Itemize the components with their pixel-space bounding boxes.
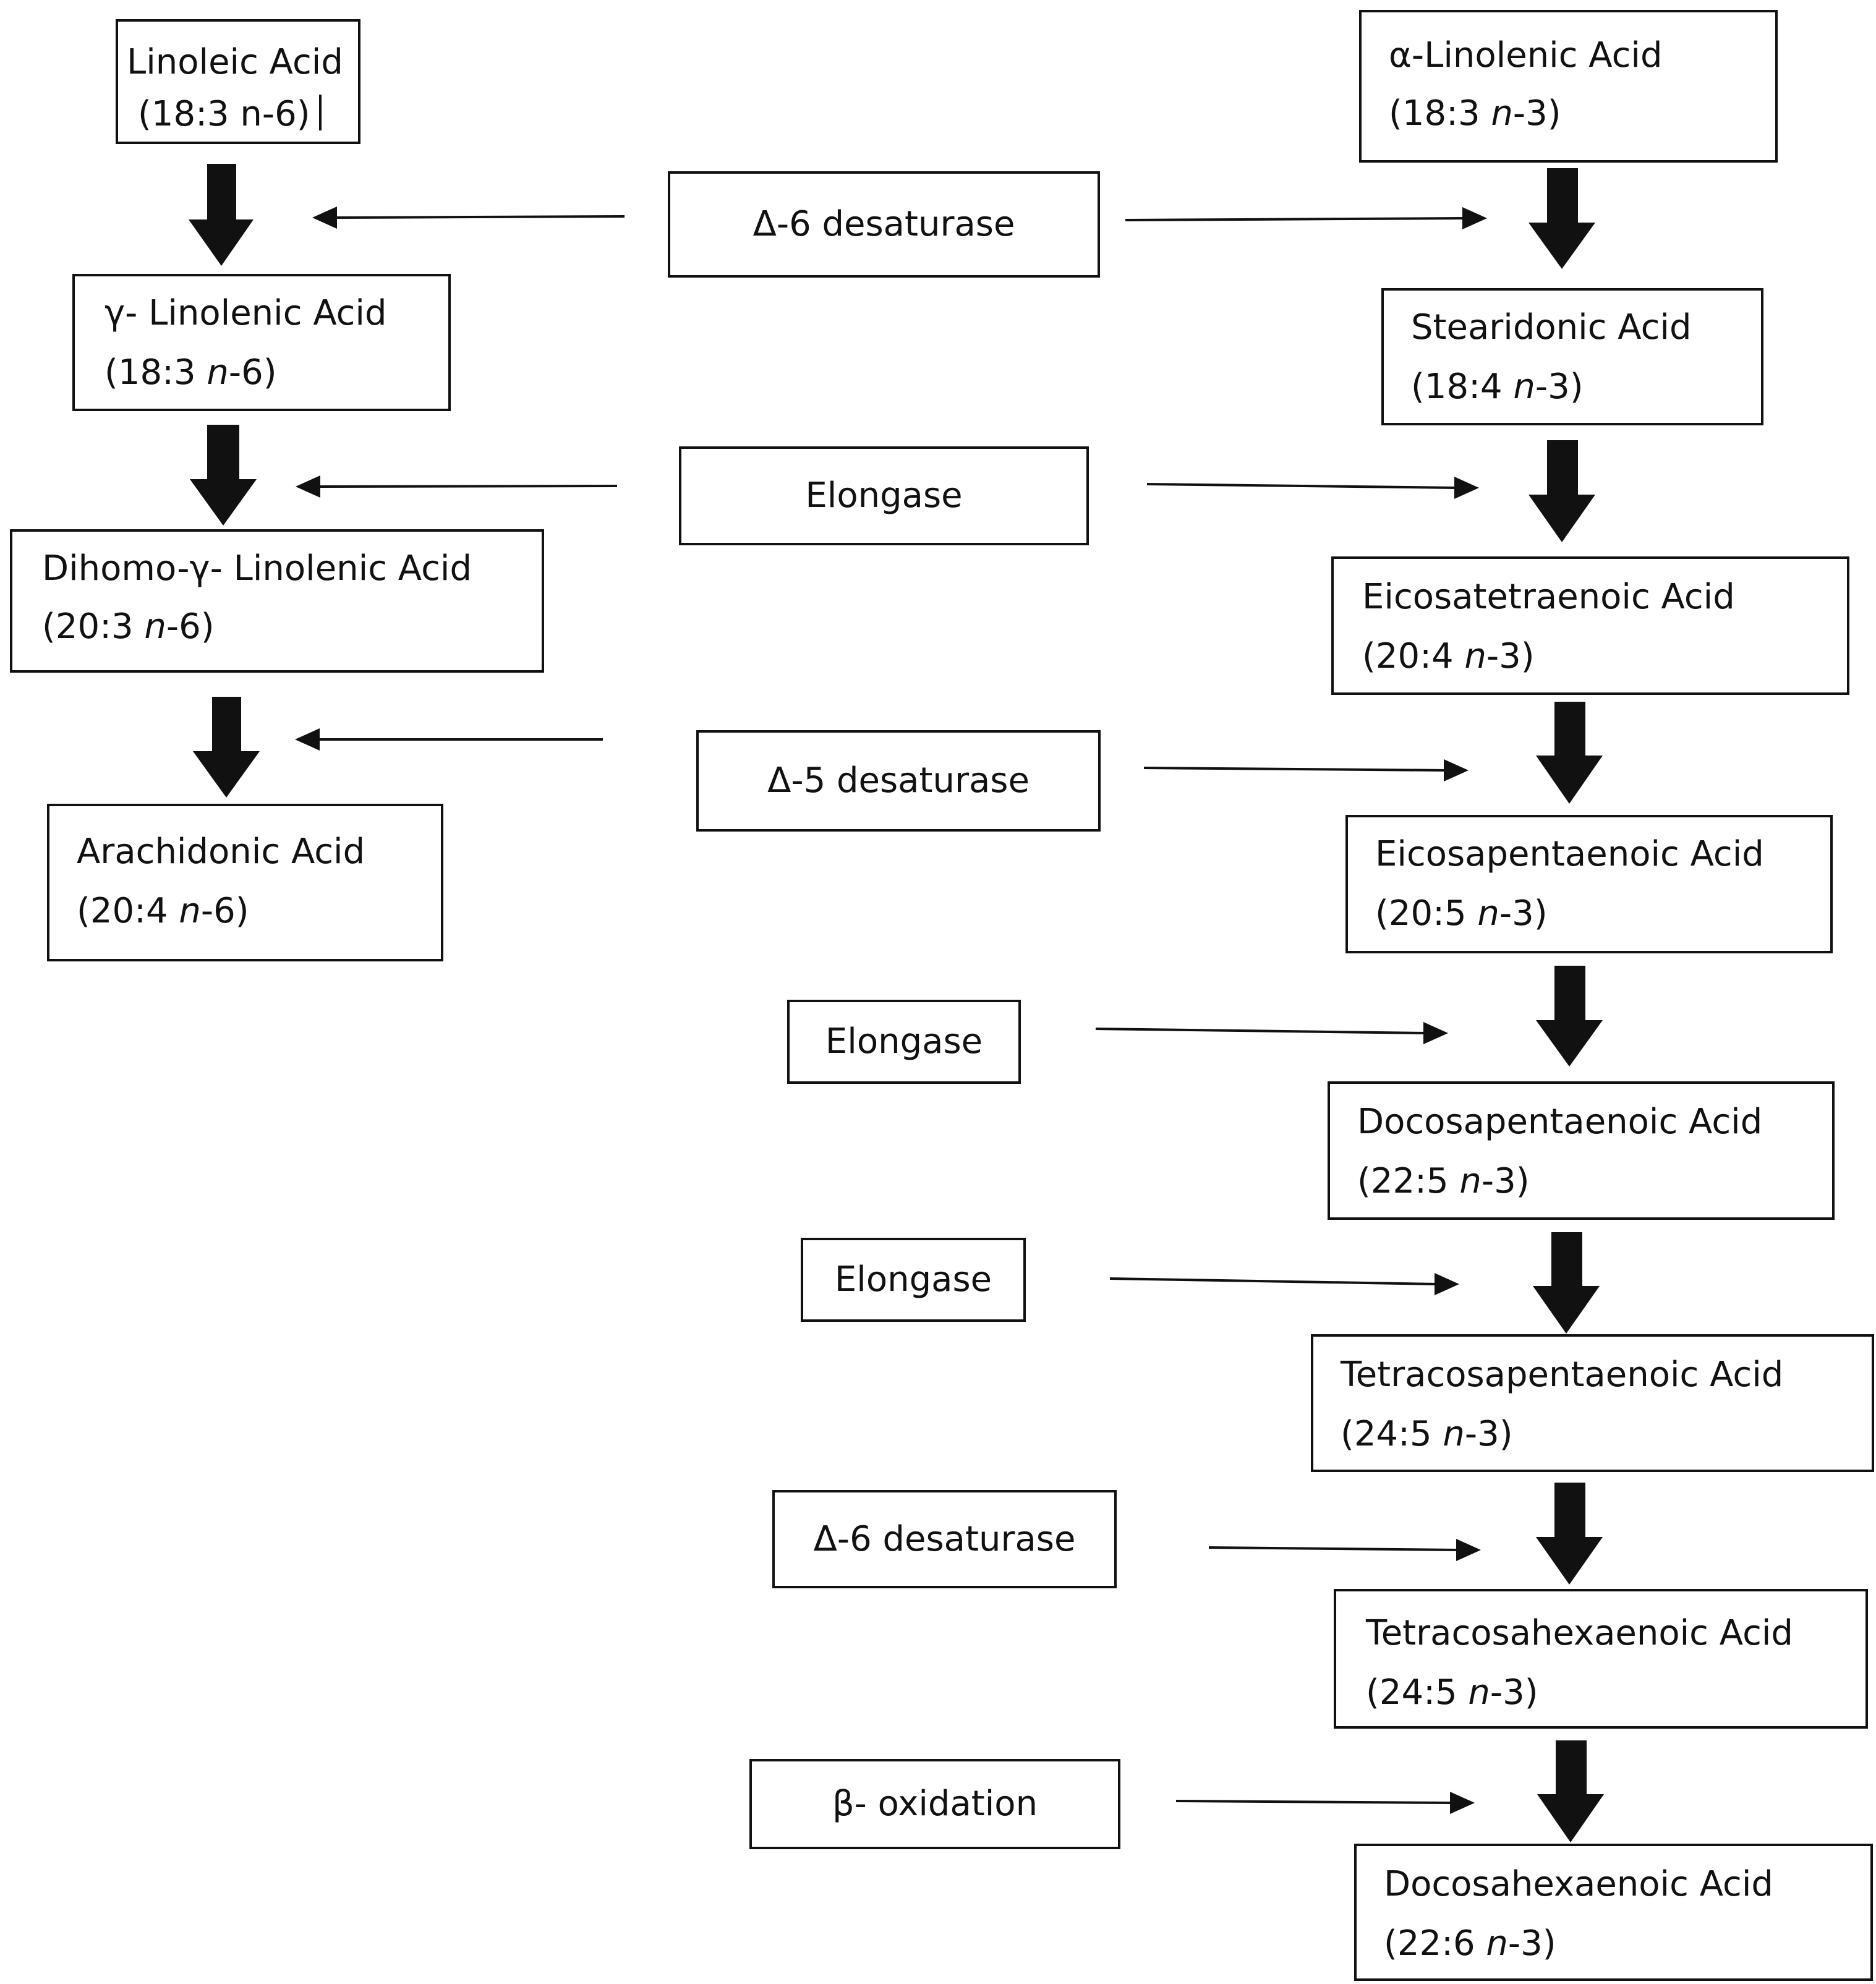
thick-arrow-dgla-to-aa xyxy=(193,697,260,798)
arrow-betaox-to-omega3-head xyxy=(1450,1792,1475,1814)
thick-arrows-omega6 xyxy=(189,164,260,798)
box-aa-name: Arachidonic Acid xyxy=(77,832,365,872)
box-stearidonic-acid: Stearidonic Acid (18:4 n-3) xyxy=(1381,288,1763,425)
box-dpa-formula: (22:5 n-3) xyxy=(1357,1161,1530,1201)
enzyme-label: β- oxidation xyxy=(832,1784,1038,1824)
arrow-d6b-to-omega3-head xyxy=(1456,1539,1481,1561)
arrow-d5-to-omega6-head xyxy=(295,728,320,751)
box-eta-name: Eicosatetraenoic Acid xyxy=(1362,577,1735,617)
box-dihomo-gamma-linolenic-acid: Dihomo-γ- Linolenic Acid (20:3 n-6) xyxy=(10,529,544,673)
box-linoleic-acid-name: Linoleic Acid xyxy=(127,42,343,82)
arrow-elongase-to-omega6-head xyxy=(296,475,320,498)
box-dpa-name: Docosapentaenoic Acid xyxy=(1357,1102,1763,1142)
enzyme-label: Elongase xyxy=(834,1259,992,1300)
arrow-d6-to-omega6-head xyxy=(312,206,337,229)
thick-arrows-omega3 xyxy=(1529,168,1604,1842)
enzyme-delta5-desaturase: Δ-5 desaturase xyxy=(696,730,1101,832)
box-ala-name: α-Linolenic Acid xyxy=(1389,35,1663,75)
box-dgla-formula: (20:3 n-6) xyxy=(42,607,215,647)
thick-arrow-epa-to-dpa xyxy=(1536,966,1603,1067)
box-epa-formula: (20:5 n-3) xyxy=(1375,893,1548,934)
box-tpa-formula: (24:5 n-3) xyxy=(1341,1414,1513,1454)
box-dha-formula: (22:6 n-3) xyxy=(1384,1923,1556,1964)
arrow-d6-to-omega3 xyxy=(1125,217,1466,221)
enzyme-label: Δ-5 desaturase xyxy=(767,760,1030,801)
arrow-elongase3-to-omega3-head xyxy=(1435,1273,1459,1295)
arrow-elongase1-to-omega3 xyxy=(1146,483,1457,489)
arrow-d6-to-omega6 xyxy=(333,215,625,219)
thick-arrow-ala-to-sda xyxy=(1529,168,1595,269)
arrow-d5-to-omega3-head xyxy=(1444,759,1469,781)
enzyme-label: Δ-6 desaturase xyxy=(813,1518,1076,1559)
arrow-elongase1-to-omega3-head xyxy=(1454,477,1479,499)
arrow-elongase2-to-omega3 xyxy=(1095,1028,1427,1034)
box-tha-formula: (24:5 n-3) xyxy=(1366,1672,1538,1713)
box-docosahexaenoic-acid: Docosahexaenoic Acid (22:6 n-3) xyxy=(1354,1844,1873,1981)
box-tetracosahexaenoic-acid: Tetracosahexaenoic Acid (24:5 n-3) xyxy=(1334,1589,1868,1729)
enzyme-label: Elongase xyxy=(805,475,963,516)
box-arachidonic-acid: Arachidonic Acid (20:4 n-6) xyxy=(47,804,443,961)
box-epa-name: Eicosapentaenoic Acid xyxy=(1375,834,1764,874)
formula-text: (18:3 n-6) xyxy=(138,94,310,134)
arrow-d6b-to-omega3 xyxy=(1208,1546,1460,1551)
enzyme-elongase-2: Elongase xyxy=(787,1000,1021,1084)
box-gla-name: γ- Linolenic Acid xyxy=(104,293,387,333)
arrow-d5-to-omega3 xyxy=(1143,767,1448,772)
enzyme-beta-oxidation: β- oxidation xyxy=(749,1759,1120,1849)
thick-arrow-tha-to-dha xyxy=(1537,1740,1604,1842)
enzyme-delta6-desaturase-bottom: Δ-6 desaturase xyxy=(772,1490,1117,1588)
thick-arrow-sda-to-eta xyxy=(1529,440,1595,542)
thick-arrow-tpa-to-tha xyxy=(1536,1483,1603,1585)
box-sda-formula: (18:4 n-3) xyxy=(1411,367,1584,407)
thick-arrow-dpa-to-tpa xyxy=(1533,1232,1600,1334)
box-aa-formula: (20:4 n-6) xyxy=(77,891,249,931)
box-docosapentaenoic-acid: Docosapentaenoic Acid (22:5 n-3) xyxy=(1328,1081,1835,1220)
box-eicosatetraenoic-acid: Eicosatetraenoic Acid (20:4 n-3) xyxy=(1331,556,1849,695)
box-dgla-name: Dihomo-γ- Linolenic Acid xyxy=(42,548,472,589)
arrow-elongase2-to-omega3-head xyxy=(1423,1022,1448,1044)
enzyme-delta6-desaturase-top: Δ-6 desaturase xyxy=(668,171,1100,278)
thin-arrows-left xyxy=(295,206,625,751)
arrow-betaox-to-omega3 xyxy=(1175,1800,1454,1804)
box-ala-formula: (18:3 n-3) xyxy=(1389,93,1561,134)
box-tetracosapentaenoic-acid: Tetracosapentaenoic Acid (24:5 n-3) xyxy=(1311,1334,1874,1472)
arrow-elongase-to-omega6 xyxy=(318,485,618,488)
arrow-d6-to-omega3-head xyxy=(1462,207,1487,229)
box-gla-formula: (18:3 n-6) xyxy=(104,352,277,393)
box-linoleic-acid-formula: (18:3 n-6) xyxy=(138,95,322,134)
enzyme-label: Δ-6 desaturase xyxy=(753,204,1015,244)
arrow-elongase3-to-omega3 xyxy=(1109,1277,1438,1285)
box-alpha-linolenic-acid: α-Linolenic Acid (18:3 n-3) xyxy=(1359,10,1778,163)
thick-arrow-eta-to-epa xyxy=(1536,702,1603,804)
box-tha-name: Tetracosahexaenoic Acid xyxy=(1366,1613,1793,1653)
thin-arrows-right xyxy=(1095,207,1487,1814)
box-sda-name: Stearidonic Acid xyxy=(1411,307,1692,347)
box-dha-name: Docosahexaenoic Acid xyxy=(1384,1864,1773,1904)
text-cursor-mark xyxy=(318,95,322,130)
thick-arrow-la-to-gla xyxy=(189,164,254,266)
enzyme-elongase-1: Elongase xyxy=(679,446,1089,545)
box-linoleic-acid: Linoleic Acid (18:3 n-6) xyxy=(116,19,360,144)
box-eta-formula: (20:4 n-3) xyxy=(1362,636,1535,676)
box-eicosapentaenoic-acid: Eicosapentaenoic Acid (20:5 n-3) xyxy=(1345,815,1833,953)
box-gamma-linolenic-acid: γ- Linolenic Acid (18:3 n-6) xyxy=(72,274,451,411)
thick-arrow-gla-to-dgla xyxy=(190,425,257,526)
enzyme-elongase-3: Elongase xyxy=(801,1238,1026,1322)
enzyme-label: Elongase xyxy=(825,1021,983,1062)
box-tpa-name: Tetracosapentaenoic Acid xyxy=(1341,1355,1784,1395)
